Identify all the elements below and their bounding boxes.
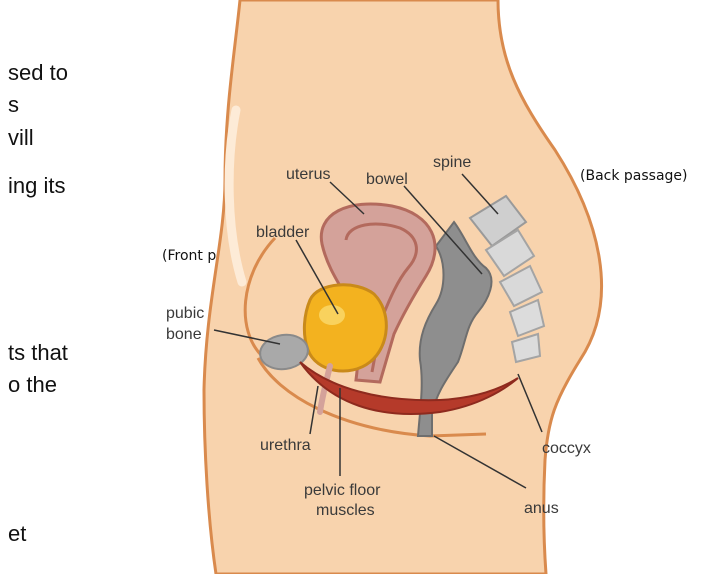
- label-pelvic-floor: pelvic floor: [304, 482, 381, 499]
- label-pubic: pubic: [166, 305, 204, 322]
- label-spine: spine: [433, 154, 471, 171]
- label-bladder: bladder: [256, 224, 310, 241]
- label-bowel: bowel: [366, 171, 408, 188]
- bladder-highlight: [319, 305, 345, 325]
- label-anus: anus: [524, 500, 559, 517]
- label-muscles: muscles: [316, 502, 375, 519]
- label-urethra: urethra: [260, 437, 311, 454]
- bladder-shape: [304, 285, 386, 371]
- label-coccyx: coccyx: [542, 440, 591, 457]
- label-uterus: uterus: [286, 166, 330, 183]
- label-bone: bone: [166, 326, 202, 343]
